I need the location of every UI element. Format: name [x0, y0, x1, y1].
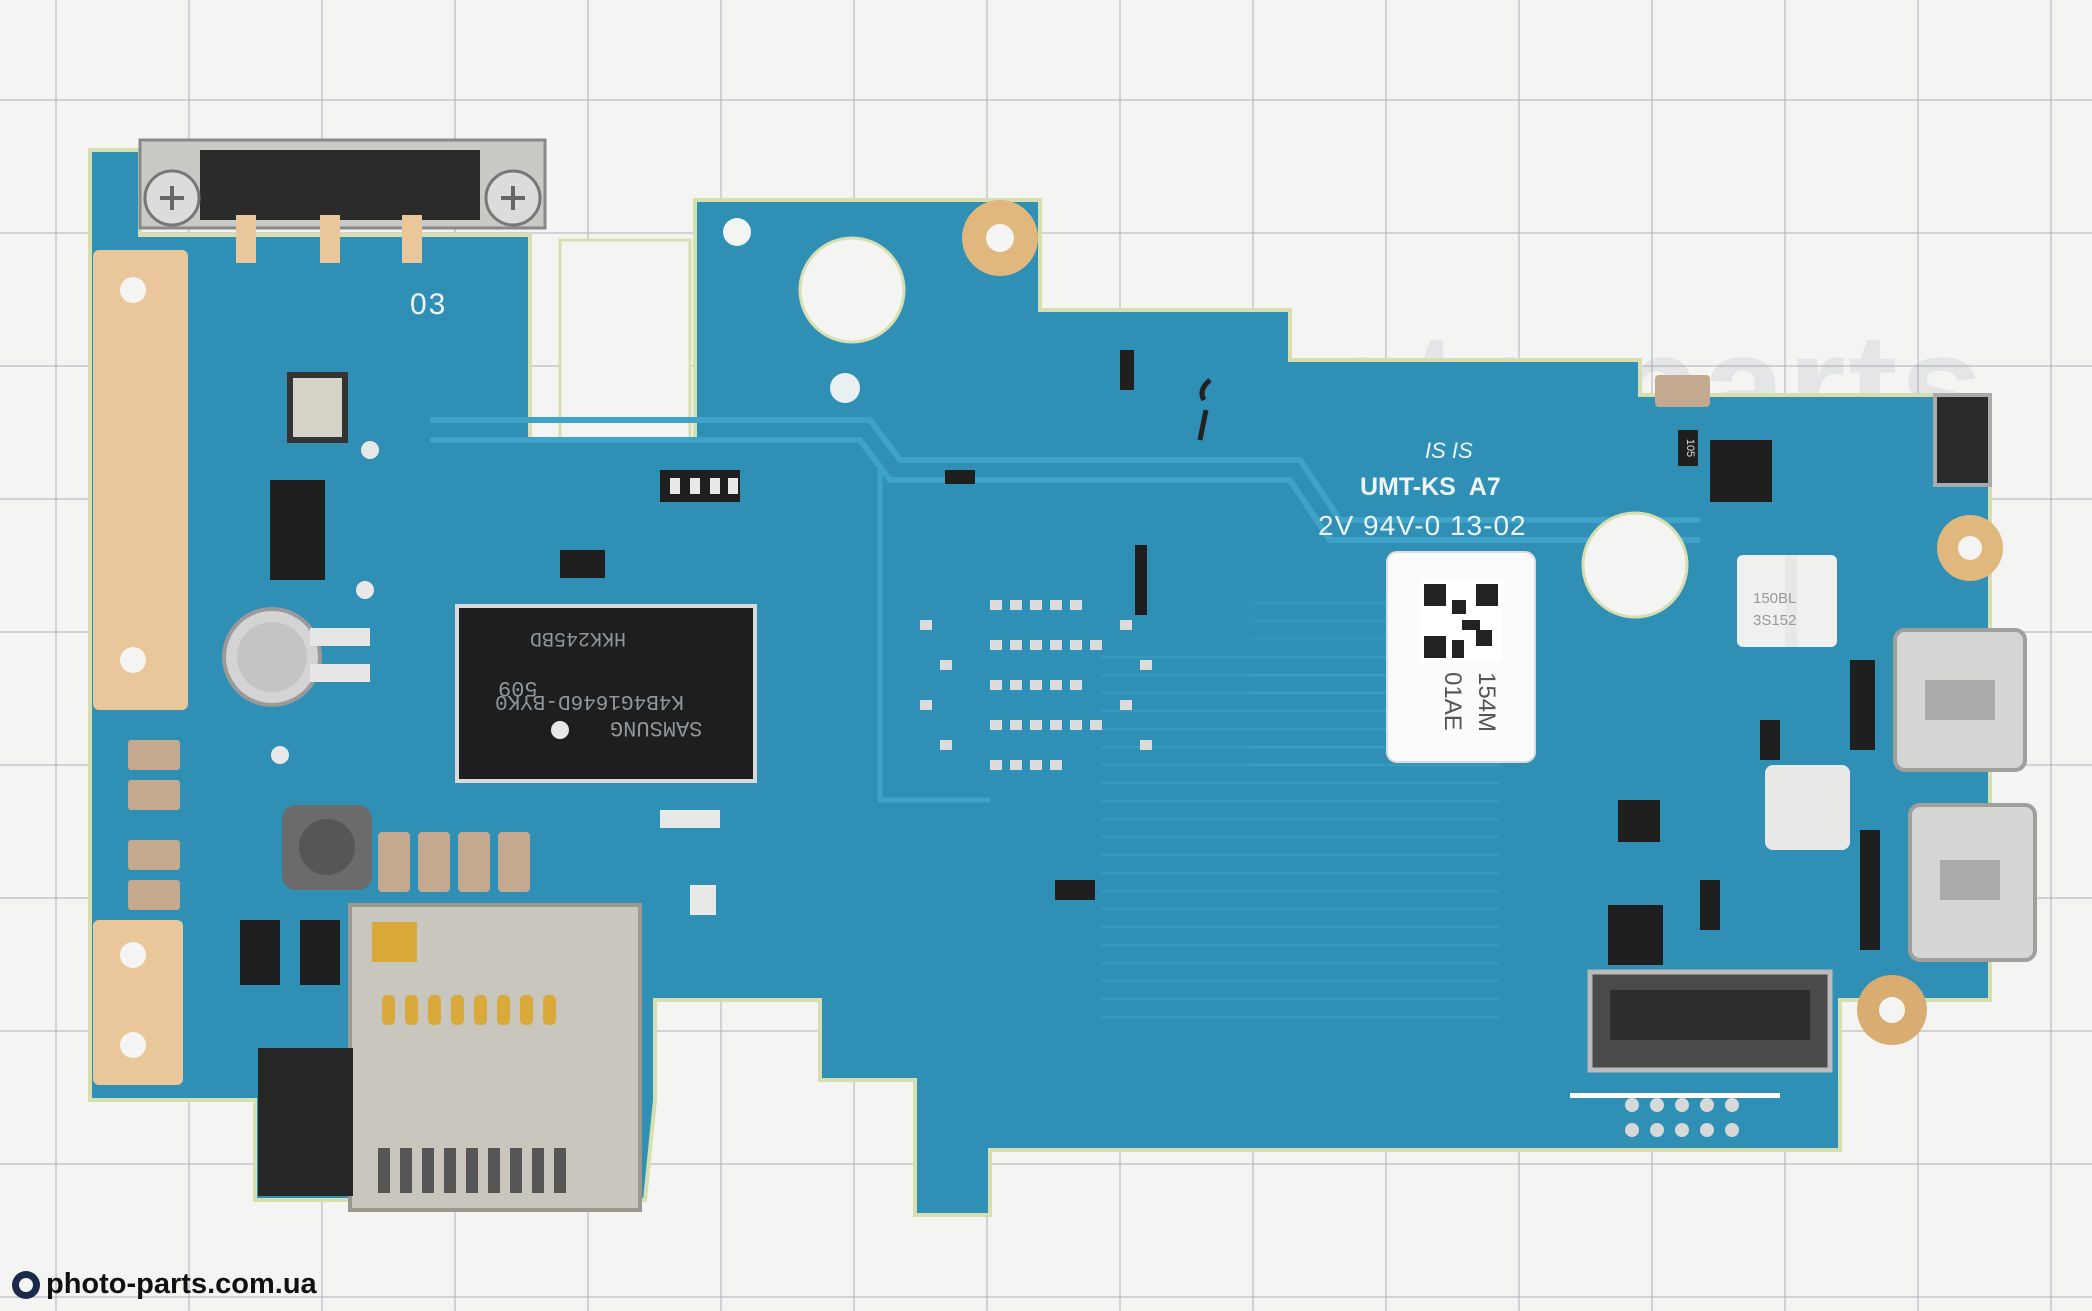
ic-small	[1618, 800, 1660, 842]
site-caption-text: photo-parts.com.ua	[46, 1268, 317, 1300]
ic-small	[1710, 440, 1772, 502]
silk-model-line: UMT-KS A7	[1360, 473, 1501, 501]
test-pad-grid	[1570, 1093, 1780, 1137]
memory-chip	[455, 604, 757, 783]
resistor	[1678, 430, 1698, 466]
ic-small	[1608, 905, 1663, 965]
bga-pad-array	[920, 600, 1152, 770]
sd-slot-legs	[378, 1148, 566, 1193]
crystal	[1765, 765, 1850, 850]
flux-spot	[830, 373, 860, 403]
capacitor-row	[128, 375, 1710, 910]
sensor-chip-line-2: 3S152	[1753, 612, 1797, 629]
battery-connector-body	[200, 150, 480, 220]
gold-strip-left	[93, 250, 188, 710]
mount-hole-large	[798, 236, 906, 344]
mount-hole-small	[723, 218, 751, 246]
mount-hole	[120, 277, 146, 303]
mount-hole-large	[1581, 511, 1689, 619]
ink-mark	[1197, 378, 1212, 441]
memory-chip-batch: HKK245BD	[530, 626, 627, 649]
memory-chip-brand: SAMSUNG	[610, 715, 703, 740]
sticker-code-1: 154M	[1473, 672, 1500, 733]
battery-pin	[320, 215, 340, 263]
photo-parts-logo-icon	[12, 1270, 40, 1299]
smd-pads	[271, 441, 1797, 915]
mount-hole	[120, 1032, 146, 1058]
smd-components	[240, 350, 1880, 985]
trace-bus-2	[430, 437, 1700, 543]
sd-card-contacts	[382, 995, 556, 1025]
silk-corner-code: 03	[410, 288, 448, 321]
memory-chip-part: K4B4G1646D-BYK0	[495, 689, 685, 712]
board-cutout	[558, 238, 692, 442]
black-block	[258, 1048, 353, 1196]
mount-hole	[120, 647, 146, 673]
qr-code	[1420, 580, 1502, 662]
silk-rating-line: 2V 94V-0 13-02	[1318, 510, 1527, 541]
sensor-chip-line-1: 150BL	[1753, 590, 1797, 607]
battery-pin	[402, 215, 422, 263]
trace-bus-3	[877, 470, 990, 803]
ic-transistor	[270, 480, 325, 580]
mount-hole	[120, 942, 146, 968]
site-caption: photo-parts.com.ua	[12, 1268, 317, 1301]
battery-pin	[236, 215, 256, 263]
switch-connector	[1933, 393, 1992, 487]
gold-strip-left-bottom	[93, 920, 183, 1085]
resistor-mark: 105	[1684, 438, 1697, 458]
gold-mount-pad-hole	[986, 224, 1014, 252]
sticker-code-2: 01AE	[1439, 672, 1466, 731]
trace-bus	[430, 417, 1700, 523]
silk-small-mark: IS IS	[1425, 438, 1473, 463]
ic-regulator	[287, 372, 348, 443]
